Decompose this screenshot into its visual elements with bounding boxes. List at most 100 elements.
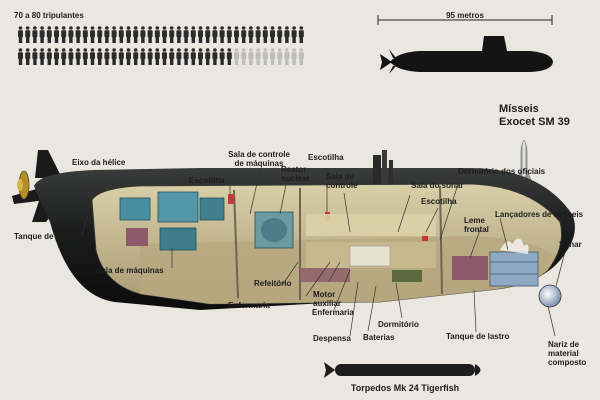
crew-person-icon	[111, 48, 117, 65]
crew-person-icon	[46, 26, 52, 43]
crew-person-icon	[291, 26, 297, 43]
label-propeller-axis: Eixo da hélice	[72, 158, 126, 167]
crew-count-label: 70 a 80 tripulantes	[14, 11, 84, 20]
crew-person-icon	[176, 26, 182, 43]
length-label: 95 metros	[446, 11, 484, 20]
crew-person-icon	[32, 48, 38, 65]
crew-person-icon	[97, 48, 103, 65]
crew-person-icon	[241, 26, 247, 43]
crew-person-icon	[25, 48, 31, 65]
label-machinery-room: Sala de máquinas	[96, 266, 164, 275]
crew-person-icon	[82, 26, 88, 43]
crew-person-icon	[298, 48, 304, 65]
label-hatch-mid: Escotilha	[308, 153, 344, 162]
crew-person-icon	[133, 48, 139, 65]
label-sonar-room: Sala do sonar	[411, 181, 464, 190]
crew-person-icon	[25, 26, 31, 43]
label-hatch-aft: Escotilha	[189, 176, 225, 185]
label-torpedo: Torpedos Mk 24 Tigerfish	[350, 383, 460, 393]
label-nuclear-reactor: Reator nuclear	[281, 165, 310, 183]
crew-person-icon	[90, 48, 95, 65]
crew-person-icon	[32, 26, 38, 43]
crew-person-icon	[234, 48, 239, 65]
label-auxiliary-motor: Motor auxiliar	[313, 290, 342, 308]
crew-person-icon	[75, 26, 81, 43]
crew-person-icon	[198, 26, 203, 43]
crew-person-icon	[118, 48, 124, 65]
crew-person-icon	[61, 48, 67, 65]
label-refectory: Refeitório	[254, 279, 292, 288]
label-infirmary-1: Enfermaria	[228, 301, 270, 310]
crew-person-icon	[291, 48, 297, 65]
crew-person-icon	[133, 26, 139, 43]
submarine-silhouette	[380, 36, 553, 74]
crew-person-icon	[61, 26, 67, 43]
crew-person-icon	[183, 26, 189, 43]
label-hatch-fwd: Escotilha	[421, 197, 457, 206]
crew-person-icon	[54, 26, 59, 43]
crew-person-icon	[190, 26, 196, 43]
crew-person-icon	[270, 26, 275, 43]
label-sonar: Sonar	[559, 240, 582, 249]
leader-lines	[81, 168, 566, 337]
crew-person-icon	[54, 48, 59, 65]
crew-person-icon	[219, 26, 225, 43]
crew-person-icon	[18, 26, 23, 43]
crew-person-icon	[126, 26, 131, 43]
crew-person-icon	[212, 48, 218, 65]
crew-person-icon	[169, 26, 175, 43]
crew-person-icon	[241, 48, 247, 65]
label-infirmary-2: Enfermaria	[312, 308, 354, 317]
crew-person-icon	[68, 48, 74, 65]
label-missile-launchers: Lançadores de mísseis	[495, 210, 584, 219]
crew-person-icon	[39, 48, 45, 65]
crew-person-icon	[190, 48, 196, 65]
crew-person-icon	[248, 48, 254, 65]
crew-person-icon	[154, 26, 160, 43]
crew-person-icon	[255, 48, 261, 65]
crew-person-icon	[111, 26, 117, 43]
crew-person-icon	[147, 26, 153, 43]
crew-person-icon	[97, 26, 103, 43]
crew-person-icon	[104, 26, 110, 43]
crew-person-icon	[104, 48, 110, 65]
crew-person-icon	[140, 26, 146, 43]
crew-person-icon	[176, 48, 182, 65]
crew-person-icon	[270, 48, 275, 65]
crew-person-icon	[169, 48, 175, 65]
crew-person-icon	[162, 48, 167, 65]
crew-person-icon	[39, 26, 45, 43]
crew-person-icon	[140, 48, 146, 65]
crew-person-icon	[68, 26, 74, 43]
crew-person-icon	[298, 26, 304, 43]
length-scale	[377, 15, 553, 25]
crew-person-icon	[262, 26, 268, 43]
crew-person-icon	[154, 48, 160, 65]
crew-person-icon	[82, 48, 88, 65]
label-control-room: Sala de controle	[326, 172, 358, 190]
label-ballast-tank-aft: Tanque de lastro	[14, 232, 78, 241]
crew-person-icon	[18, 48, 23, 65]
crew-person-icon	[75, 48, 81, 65]
crew-person-icon	[205, 26, 211, 43]
crew-person-icon	[46, 48, 52, 65]
torpedo	[324, 362, 481, 378]
crew-person-icon	[212, 26, 218, 43]
crew-person-icon	[126, 48, 131, 65]
label-front-rudder: Leme frontal	[464, 216, 489, 234]
crew-person-icon	[198, 48, 203, 65]
label-batteries: Baterias	[363, 333, 395, 342]
crew-person-icon	[118, 26, 124, 43]
crew-person-icon	[162, 26, 167, 43]
crew-person-icon	[183, 48, 189, 65]
label-ballast-tank-fwd: Tanque de lastro	[446, 332, 510, 341]
label-machinery-control-room: Sala de controle de máquinas	[228, 150, 290, 168]
crew-person-icon	[248, 26, 254, 43]
crew-icons	[18, 26, 304, 65]
crew-person-icon	[147, 48, 153, 65]
label-dormitory: Dormitório	[378, 320, 419, 329]
crew-person-icon	[255, 26, 261, 43]
crew-person-icon	[277, 48, 283, 65]
crew-person-icon	[284, 48, 290, 65]
